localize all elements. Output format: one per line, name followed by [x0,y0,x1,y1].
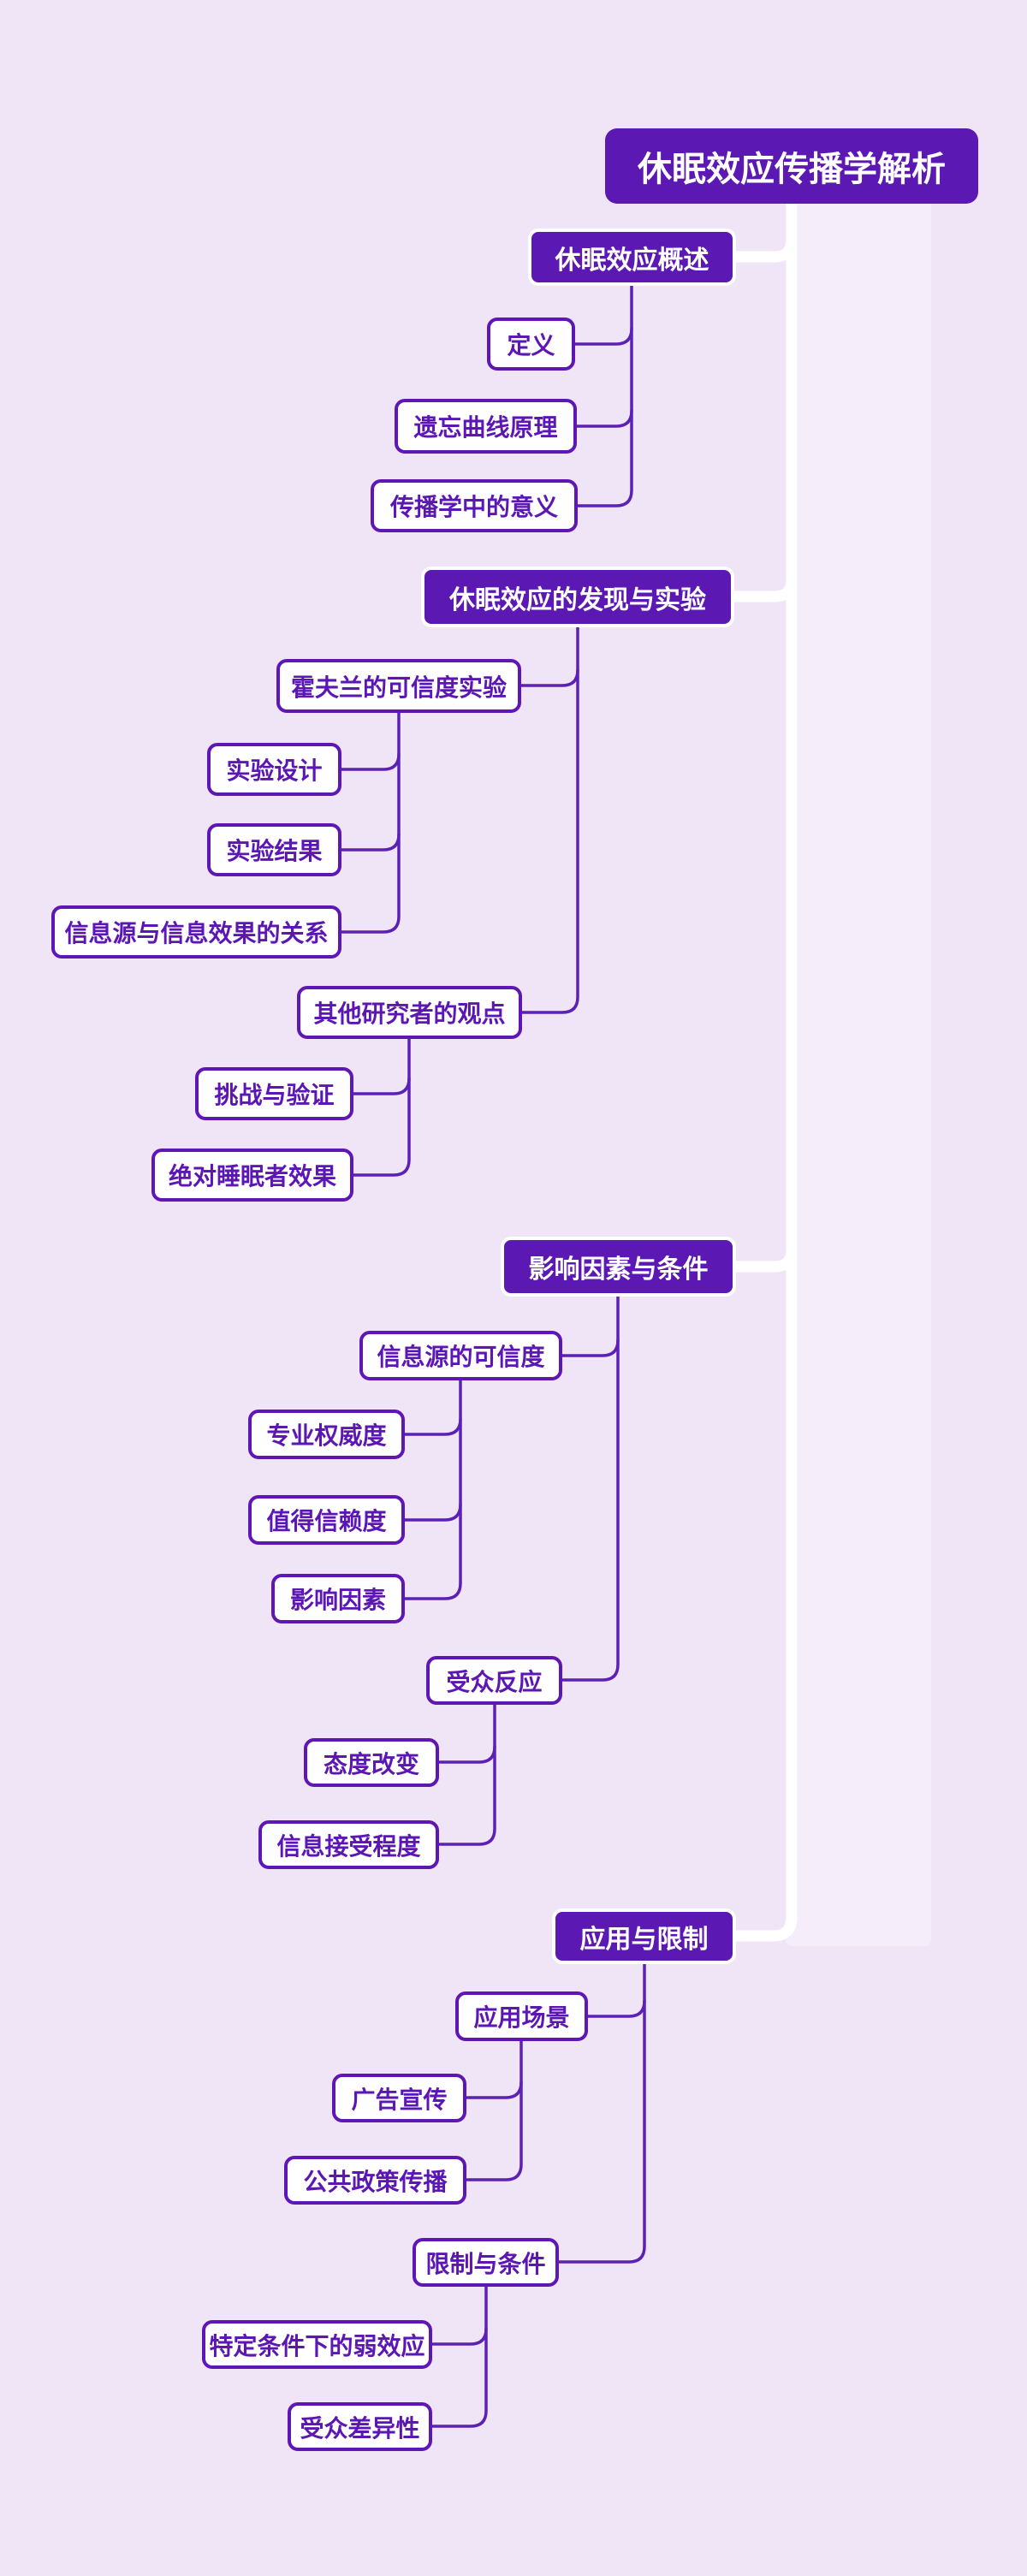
root-node-sleeper-effect-analysis[interactable]: 休眠效应传播学解析 [605,128,978,204]
leaf-node-attitude-change[interactable]: 态度改变 [304,1738,439,1787]
branch1-connector [728,234,798,263]
leaf-node-hovland-credibility-experiment[interactable]: 霍夫兰的可信度实验 [276,659,521,713]
branch2-connector [727,573,798,602]
leaf-node-forgetting-curve-principle[interactable]: 遗忘曲线原理 [395,399,577,454]
leaf-node-limits-and-conditions[interactable]: 限制与条件 [413,2238,559,2287]
leaf-node-trustworthiness[interactable]: 值得信赖度 [248,1495,405,1545]
leaf-node-experiment-results[interactable]: 实验结果 [207,823,341,876]
leaf-node-message-acceptance-level[interactable]: 信息接受程度 [258,1820,439,1869]
branch-node-discovery-and-experiments[interactable]: 休眠效应的发现与实验 [421,567,734,627]
leaf-node-significance-in-communication[interactable]: 传播学中的意义 [371,479,578,532]
trunk-connector [732,198,798,1942]
leaf-node-audience-response[interactable]: 受众反应 [426,1656,562,1705]
leaf-node-weak-effect-under-specific-conditions[interactable]: 特定条件下的弱效应 [202,2320,432,2369]
leaf-node-professional-authority[interactable]: 专业权威度 [248,1410,405,1459]
leaf-node-audience-differences[interactable]: 受众差异性 [288,2402,432,2451]
leaf-node-other-researchers-views[interactable]: 其他研究者的观点 [297,986,522,1039]
branch3-connector [728,1243,798,1273]
leaf-node-experiment-design[interactable]: 实验设计 [207,743,341,796]
leaf-node-challenges-and-verification[interactable]: 挑战与验证 [195,1067,353,1120]
leaf-node-definition[interactable]: 定义 [487,318,575,371]
branch-node-application-and-limits[interactable]: 应用与限制 [552,1908,736,1964]
leaf-node-public-policy-communication[interactable]: 公共政策传播 [284,2156,466,2205]
leaf-node-source-vs-effect-relationship[interactable]: 信息源与信息效果的关系 [51,905,341,959]
leaf-node-application-scenarios[interactable]: 应用场景 [455,1991,588,2041]
leaf-node-influencing-factors[interactable]: 影响因素 [271,1574,405,1623]
branch-node-sleeper-effect-overview[interactable]: 休眠效应概述 [528,229,736,286]
leaf-node-advertising[interactable]: 广告宣传 [332,2074,466,2122]
branch-node-influencing-factors-conditions[interactable]: 影响因素与条件 [501,1237,736,1297]
trunk-highlight-band [786,195,931,1946]
leaf-node-source-credibility[interactable]: 信息源的可信度 [359,1331,562,1380]
leaf-node-absolute-sleeper-effect[interactable]: 绝对睡眠者效果 [151,1149,353,1202]
